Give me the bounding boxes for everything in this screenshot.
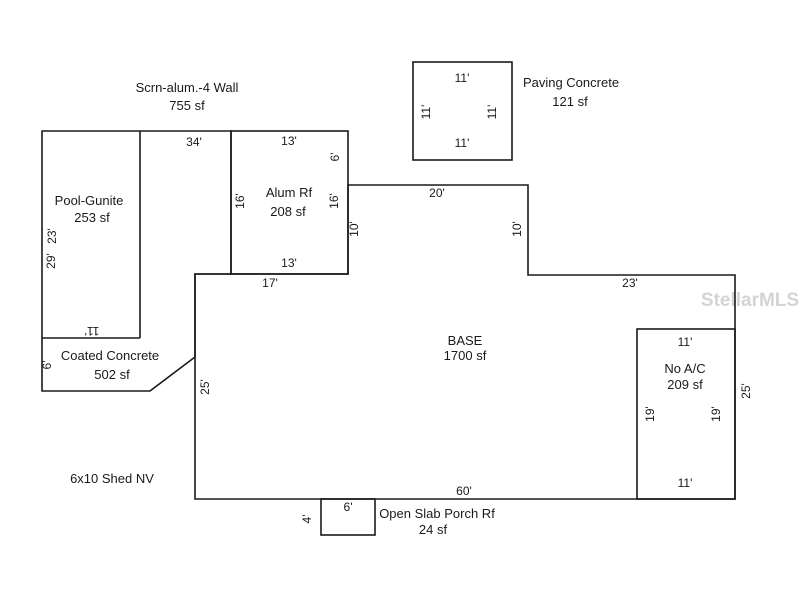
base-dim-step-a: 10': [347, 221, 361, 237]
paving-name: Paving Concrete: [523, 75, 619, 90]
base-dim-right: 25': [739, 383, 753, 399]
paving-dim-top: 11': [455, 71, 470, 85]
coated-area: 502 sf: [94, 367, 130, 382]
noac-dim-bottom: 11': [678, 476, 693, 490]
paving-area: 121 sf: [552, 94, 588, 109]
pool-dim-left: 23': [45, 228, 59, 244]
paving-dim-right: 11': [485, 105, 499, 120]
coated-name: Coated Concrete: [61, 348, 159, 363]
screen-area: 755 sf: [169, 98, 205, 113]
alum-dim-corner: 6': [328, 153, 342, 162]
alum-dim-top: 13': [281, 134, 297, 148]
pool-area: 253 sf: [74, 210, 110, 225]
alum-area: 208 sf: [270, 204, 306, 219]
noac-dim-top: 11': [678, 335, 693, 349]
alum-dim-left: 16': [233, 193, 247, 209]
paving-concrete-outline: [412, 61, 513, 161]
screen-name: Scrn-alum.-4 Wall: [136, 80, 239, 95]
porch-dim-left: 4': [300, 515, 314, 524]
alum-dim-bottom: 13': [281, 256, 297, 270]
coated-dim-left: 6': [40, 361, 54, 370]
porch-outline: [320, 498, 376, 536]
base-area: 1700 sf: [444, 348, 487, 363]
watermark: StellarMLS: [701, 290, 799, 311]
noac-name: No A/C: [664, 361, 705, 376]
outer-dim-left: 29': [44, 253, 58, 269]
noac-area: 209 sf: [667, 377, 703, 392]
base-dim-top-a: 17': [262, 276, 278, 290]
base-name: BASE: [448, 333, 483, 348]
paving-dim-left: 11': [419, 105, 433, 120]
pool-dim-bottom: 11': [85, 324, 100, 338]
base-dim-top-c: 23': [622, 276, 638, 290]
alum-dim-right: 16': [327, 193, 341, 209]
alum-name: Alum Rf: [266, 185, 313, 200]
pool-name: Pool-Gunite: [55, 193, 124, 208]
screen-dim-top: 34': [186, 135, 202, 149]
noac-dim-left: 19': [643, 406, 657, 422]
noac-dim-right: 19': [709, 406, 723, 422]
porch-name: Open Slab Porch Rf: [379, 506, 495, 521]
base-dim-left: 25': [198, 379, 212, 395]
porch-dim-top: 6': [344, 500, 353, 514]
shed-label: 6x10 Shed NV: [70, 471, 154, 486]
base-dim-step-b: 10': [510, 221, 524, 237]
porch-area: 24 sf: [419, 522, 448, 537]
paving-dim-bottom: 11': [455, 136, 470, 150]
base-dim-bottom: 60': [456, 484, 472, 498]
no-ac-outline: [636, 328, 736, 500]
base-dim-top-b: 20': [429, 186, 445, 200]
